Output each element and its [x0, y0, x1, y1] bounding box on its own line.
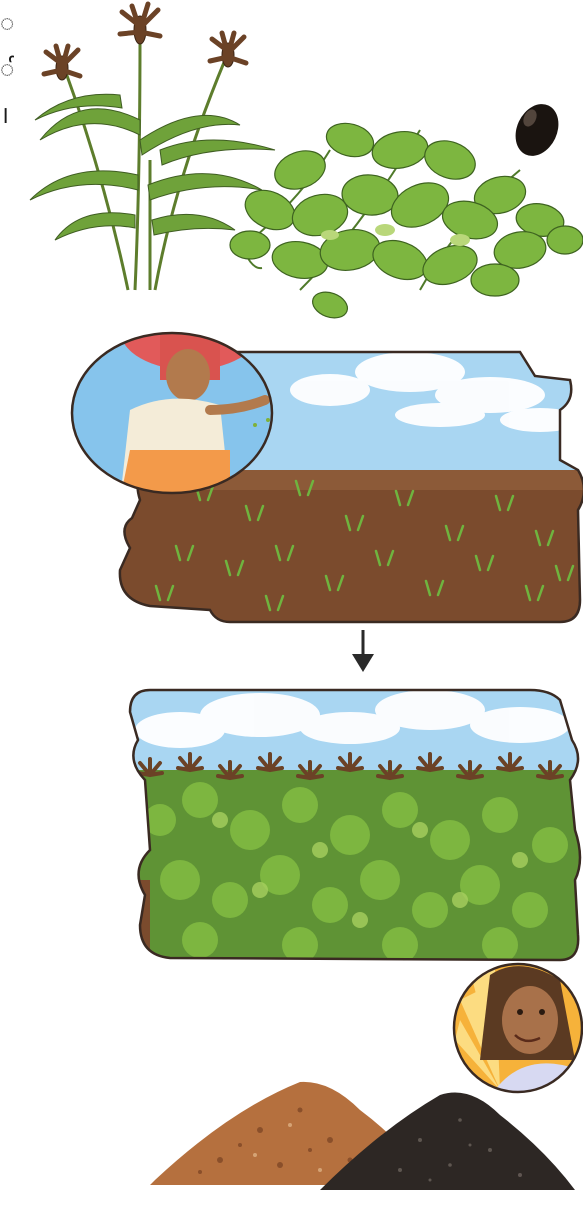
seed-icon	[507, 97, 566, 163]
grown-field-panel	[120, 680, 583, 970]
sowing-field-panel	[70, 290, 583, 630]
down-arrow-icon	[352, 630, 374, 672]
child-portrait	[450, 960, 583, 1100]
